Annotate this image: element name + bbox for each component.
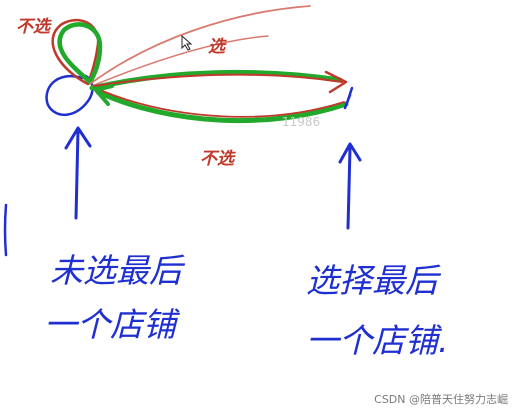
end-node-blue-mark <box>343 86 354 110</box>
right-caption-line2: 一个店铺. <box>306 321 449 360</box>
csdn-credit: CSDN @陪普天住努力志崛 <box>374 393 508 406</box>
left-caption-line1: 未选最后 <box>50 251 186 290</box>
right-up-arrow <box>338 142 362 230</box>
label-select: 选 <box>208 37 227 57</box>
mouse-cursor-icon <box>181 34 193 51</box>
back-arrowhead <box>94 84 114 106</box>
forward-edge-red <box>93 73 343 87</box>
watermark: 11986 <box>282 115 320 129</box>
left-edge-mark <box>3 203 8 257</box>
right-caption-line1: 选择最后 <box>306 261 442 300</box>
forward-arrowhead <box>324 70 348 94</box>
self-loop-green <box>57 22 103 85</box>
self-loop-red <box>51 18 100 86</box>
back-edge-red <box>99 89 345 118</box>
left-up-arrow <box>64 126 92 220</box>
left-caption-line2: 一个店铺 <box>44 305 181 344</box>
upper-red-arc-2 <box>91 35 269 87</box>
label-not-select-bottom: 不选 <box>200 149 236 169</box>
back-edge-green <box>95 89 349 124</box>
upper-red-arc <box>89 5 311 85</box>
label-not-select-top: 不选 <box>16 17 52 37</box>
